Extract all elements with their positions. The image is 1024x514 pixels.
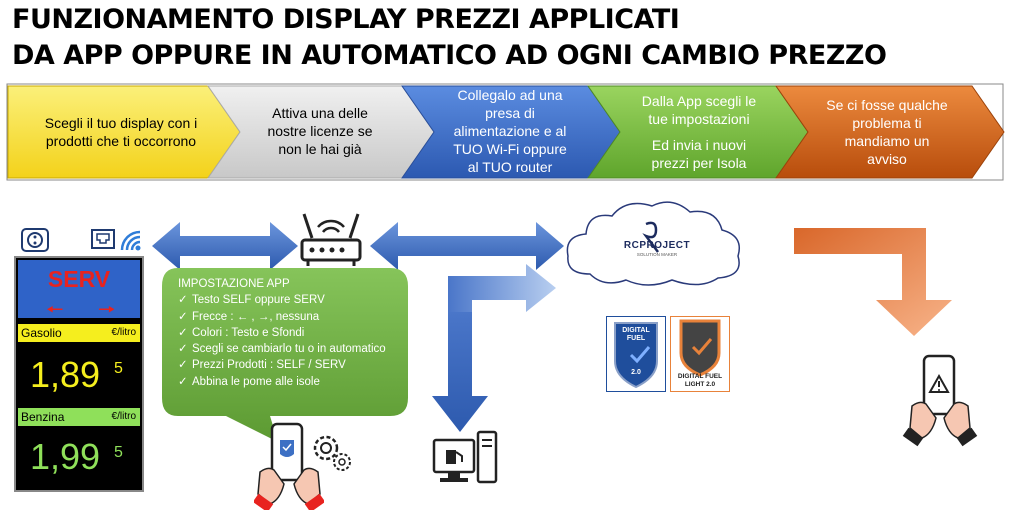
callout-item: Scegli se cambiarlo tu o in automatico	[178, 341, 388, 358]
product-bar-benzina: Benzina €/litro	[18, 408, 140, 426]
alert-phone-icon	[902, 354, 978, 447]
callout-item: Testo SELF oppure SERV	[178, 292, 388, 309]
arrow-left-icon: 🠔	[46, 299, 64, 321]
callout-heading: IMPOSTAZIONE APP	[178, 278, 290, 290]
title-line-1: FUNZIONAMENTO DISPLAY PREZZI APPLICATI	[12, 4, 680, 35]
wifi-icon	[120, 230, 141, 251]
shield-check-orange-icon	[679, 319, 721, 377]
product-unit: €/litro	[111, 327, 136, 338]
computer-pump-icon	[432, 430, 498, 484]
price-value-benzina: 1,99	[30, 436, 101, 477]
gears-icon	[313, 435, 351, 471]
branch-arrow	[432, 264, 556, 432]
callout-item: Prezzi Prodotti : SELF / SERV	[178, 357, 388, 374]
phone-hands-icon	[254, 422, 324, 510]
product-bar-gasolio: Gasolio €/litro	[18, 324, 140, 342]
product-unit: €/litro	[111, 411, 136, 422]
price-value-gasolio: 1,89	[30, 354, 101, 395]
cloud-shape	[566, 201, 740, 286]
price-decimal-gasolio: 5	[114, 360, 123, 377]
title-line-2: DA APP OPPURE IN AUTOMATICO AD OGNI CAMB…	[12, 40, 887, 71]
ethernet-icon	[91, 229, 115, 249]
cloud-tagline: SOLUTION MAKER	[636, 252, 678, 257]
process-chevrons	[6, 83, 1005, 181]
product-name: Gasolio	[21, 326, 62, 340]
price-decimal-benzina: 5	[114, 444, 123, 461]
double-arrow-display-router	[152, 222, 298, 270]
callout-item: Frecce : ← , →, nessuna	[178, 309, 388, 326]
callout-item: Abbina le pome alle isole	[178, 374, 388, 391]
license-badge-digital-fuel-light: DIGITAL FUEL LIGHT 2.0	[670, 316, 730, 392]
product-name: Benzina	[21, 410, 65, 424]
mode-banner: SERV 🠔 🠖	[18, 260, 140, 321]
power-socket-icon	[21, 228, 49, 252]
shield-check-icon	[614, 322, 658, 389]
mode-label: SERV	[47, 266, 111, 292]
price-display: SERV 🠔 🠖 Gasolio €/litro 1,89 5 Benzina …	[14, 256, 144, 492]
app-settings-list: IMPOSTAZIONE APP Testo SELF oppure SERV …	[178, 276, 388, 390]
cloud-brand: RCPROJECT	[623, 240, 691, 251]
alert-arrow	[794, 228, 952, 336]
router-icon	[300, 213, 362, 266]
step-5-chevron	[775, 85, 1005, 179]
callout-item: Colori : Testo e Sfondi	[178, 325, 388, 342]
arrow-right-icon: 🠖	[98, 299, 116, 321]
double-arrow-router-cloud	[370, 222, 564, 270]
